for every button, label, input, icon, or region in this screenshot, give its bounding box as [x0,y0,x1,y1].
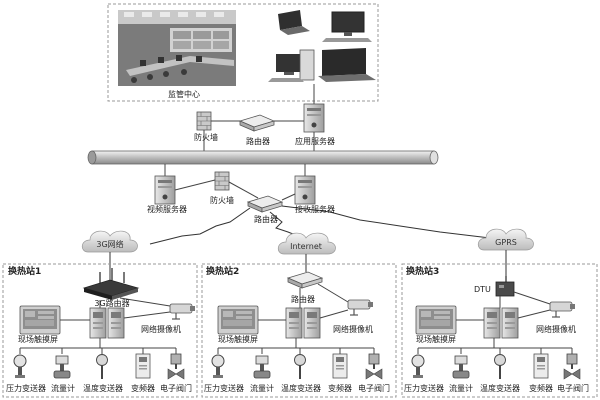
station-2-controller-2-icon [303,307,321,339]
large-laptop-icon [318,48,376,82]
top-router-label: 路由器 [246,137,270,146]
top-firewall-label: 防火墙 [194,133,218,142]
monitor-icon [322,11,372,42]
station-3-camera-icon [549,301,576,318]
app-server-icon [303,103,325,133]
cloud-gprs-label: GPRS [495,238,517,247]
station-1-gateway-icon [82,268,140,300]
station-3-title: 换热站3 [406,267,440,277]
station-1-camera-icon [169,303,196,320]
station-1-temperature-transmitter-icon [96,354,108,380]
middle-router-icon [247,195,283,213]
station-2-electric-valve-icon [365,353,383,380]
middle-firewall-label: 防火墙 [210,196,234,205]
station-1-flowmeter-icon [53,355,71,379]
app-server-label: 应用服务器 [295,137,335,146]
station-1-electric-valve-icon [167,353,185,380]
cloud-internet [277,232,336,255]
station-1-gateway-label: 3G路由器 [94,299,130,308]
station-3-controller-2-icon [501,307,519,339]
video-server-label: 视频服务器 [147,205,187,214]
station-3-frame [401,263,598,398]
station-2-device-pressure-label: 压力变送器 [204,384,244,393]
station-2-pressure-transmitter-icon [211,354,225,379]
station-3-controller-icon [483,307,501,339]
station-1-touchscreen-label: 现场触摸屏 [18,335,58,344]
station-2-flowmeter-icon [253,355,271,379]
station-3-flowmeter-icon [452,355,470,379]
station-2-device-inverter-label: 变频器 [328,384,352,393]
station-1-pressure-transmitter-icon [13,354,27,379]
station-1-title: 换热站1 [8,267,42,277]
cloud-internet-label: Internet [290,242,322,251]
station-1-inverter-icon [135,353,151,379]
top-firewall-icon [196,111,212,131]
station-2-camera-icon [347,299,374,316]
station-3-pressure-transmitter-icon [411,354,425,379]
station-2-gateway-label: 路由器 [291,295,315,304]
station-2-touchscreen-label: 现场触摸屏 [218,335,258,344]
video-server-icon [154,175,176,205]
station-3-electric-valve-icon [563,353,581,380]
cloud-gprs [477,228,534,251]
station-3-device-temp-label: 温度变送器 [480,384,520,393]
station-1-device-flow-label: 流量计 [51,384,75,393]
station-3-temperature-transmitter-icon [494,354,506,380]
station-2-touchscreen-icon [217,305,259,335]
station-2-title: 换热站2 [206,267,240,277]
station-3-dtu-icon [495,276,515,297]
cloud-3g [81,230,138,253]
station-3-device-inverter-label: 变频器 [529,384,553,393]
station-3-gateway-label: DTU [474,285,491,294]
receive-server-label: 接收服务器 [295,205,335,214]
station-1-device-inverter-label: 变频器 [131,384,155,393]
station-2-controller-icon [285,307,303,339]
station-2-gateway-icon [287,271,323,289]
station-2-frame [201,263,397,398]
middle-router-label: 路由器 [254,215,278,224]
laptop-icon [278,10,310,35]
middle-firewall-icon [214,171,230,191]
station-1-controller-icon [89,307,107,339]
station-1-touchscreen-icon [19,305,61,335]
control-room-image [118,10,236,86]
station-2-inverter-icon [332,353,348,379]
station-2-temperature-transmitter-icon [294,354,306,380]
station-3-camera-label: 网络摄像机 [536,325,576,334]
station-3-inverter-icon [533,353,549,379]
station-3-device-valve-label: 电子阀门 [557,384,589,393]
receive-server-icon [294,175,316,205]
station-3-device-flow-label: 流量计 [449,384,473,393]
station-2-device-flow-label: 流量计 [250,384,274,393]
station-3-touchscreen-label: 现场触摸屏 [416,335,456,344]
station-3-touchscreen-icon [415,305,457,335]
monitoring-center-frame [107,3,379,102]
monitoring-center-title: 监管中心 [168,90,200,99]
station-1-controller-2-icon [107,307,125,339]
station-1-device-pressure-label: 压力变送器 [6,384,46,393]
station-3-device-pressure-label: 压力变送器 [404,384,444,393]
station-1-frame [2,263,198,398]
cloud-3g-label: 3G网络 [96,240,124,249]
top-router-icon [239,114,275,132]
station-2-camera-label: 网络摄像机 [333,325,373,334]
station-1-device-temp-label: 温度变送器 [83,384,123,393]
station-2-device-temp-label: 温度变送器 [281,384,321,393]
station-1-device-valve-label: 电子阀门 [160,384,192,393]
backbone-bus [87,150,439,165]
station-2-device-valve-label: 电子阀门 [358,384,390,393]
desktop-pc-icon [268,49,315,82]
station-1-camera-label: 网络摄像机 [141,325,181,334]
